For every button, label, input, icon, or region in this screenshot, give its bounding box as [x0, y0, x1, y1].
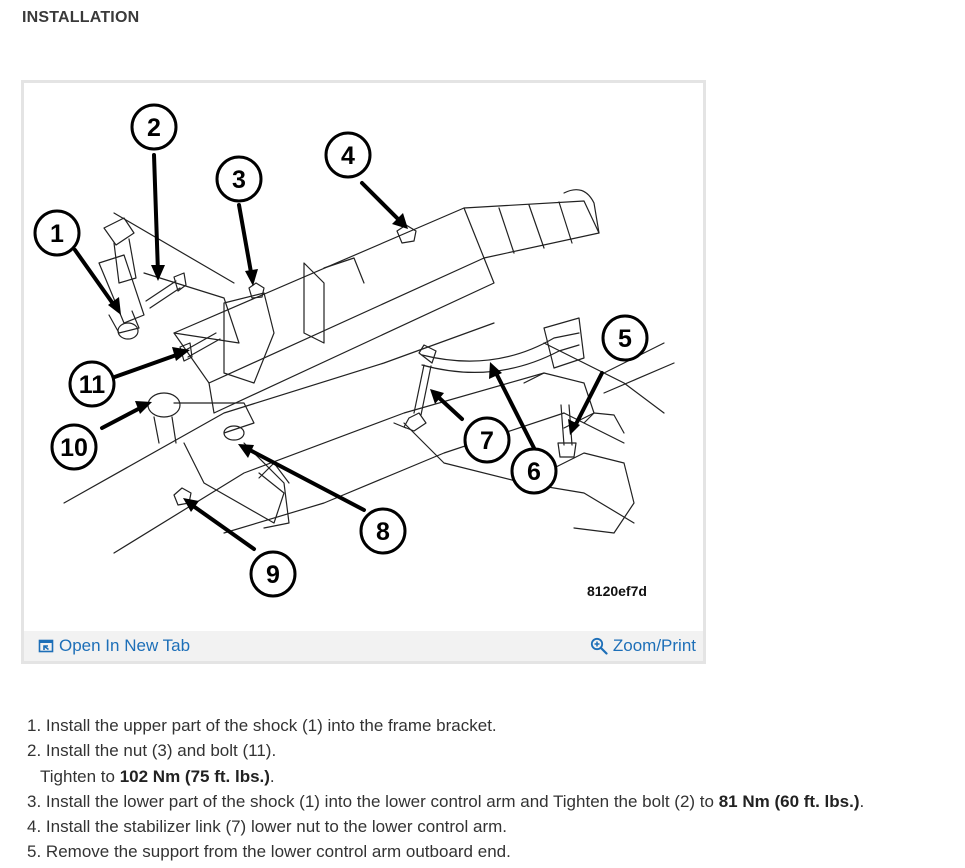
step-number: 3. — [27, 791, 42, 811]
zoom-print-link[interactable]: Zoom/Print — [590, 636, 696, 656]
open-in-new-tab-icon — [38, 639, 54, 653]
callout-3-label: 3 — [232, 166, 246, 194]
callout-4-label: 4 — [341, 142, 355, 170]
suspension-diagram: 2 3 4 1 5 11 10 7 6 8 9 — [33, 103, 675, 598]
substep-text: Tighten to — [40, 766, 120, 786]
step-item: 3. Install the lower part of the shock (… — [27, 789, 864, 814]
callout-9-label: 9 — [266, 561, 280, 589]
callout-2 — [130, 103, 178, 151]
callout-7-label: 7 — [480, 427, 494, 455]
callout-11 — [68, 360, 116, 408]
step-text: Install the upper part of the shock (1) … — [45, 716, 497, 735]
callout-10 — [50, 423, 98, 471]
callout-4 — [324, 131, 372, 179]
callout-8-label: 8 — [376, 518, 390, 546]
step-item: 2. Install the nut (3) and bolt (11). — [27, 738, 864, 763]
step-text: Install the nut (3) and bolt (11). — [45, 741, 277, 761]
installation-steps: 1. Install the upper part of the shock (… — [27, 713, 864, 865]
open-in-new-tab-link[interactable]: Open In New Tab — [38, 636, 190, 656]
step-text: Install the lower part of the shock (1) … — [45, 791, 719, 811]
section-heading: INSTALLATION — [22, 9, 140, 26]
zoom-print-label: Zoom/Print — [612, 636, 696, 655]
step-substep: Tighten to 102 Nm (75 ft. lbs.). — [27, 764, 864, 789]
callout-6 — [510, 447, 558, 495]
callout-8 — [359, 507, 407, 555]
magnifier-plus-icon — [590, 637, 608, 655]
callout-3 — [215, 155, 263, 203]
callout-5-label: 5 — [618, 325, 632, 353]
step-item: 5. Remove the support from the lower con… — [27, 839, 864, 864]
step-text: Install the stabilizer link (7) lower nu… — [45, 817, 507, 837]
step-item: 1. Install the upper part of the shock (… — [27, 713, 864, 738]
step-text: Remove the support from the lower contro… — [45, 842, 511, 862]
figure-id: 8120ef7d — [587, 583, 647, 599]
step-number: 2. — [27, 741, 42, 761]
callout-5 — [601, 314, 649, 362]
figure-toolbar: Open In New Tab Zoom/Print — [24, 631, 703, 661]
step-item: 4. Install the stabilizer link (7) lower… — [27, 814, 864, 839]
callout-6-label: 6 — [527, 458, 541, 486]
callout-7 — [463, 416, 511, 464]
figure-container: 2 3 4 1 5 11 10 7 6 8 9 8120ef7d Open In… — [21, 80, 706, 664]
step-number: 1. — [27, 716, 42, 735]
step-number: 5. — [27, 842, 42, 862]
callout-2-label: 2 — [147, 114, 161, 142]
callout-9 — [249, 550, 297, 598]
callout-1 — [33, 209, 81, 257]
callout-11-label: 11 — [79, 371, 106, 399]
step-end: . — [859, 791, 865, 811]
callout-10-label: 10 — [60, 434, 88, 462]
open-in-new-tab-label: Open In New Tab — [59, 636, 191, 655]
torque-spec: 102 Nm (75 ft. lbs.) — [119, 766, 270, 786]
torque-spec: 81 Nm (60 ft. lbs.) — [718, 791, 860, 811]
substep-end: . — [269, 766, 275, 786]
step-number: 4. — [27, 817, 42, 837]
callout-1-label: 1 — [50, 220, 64, 248]
